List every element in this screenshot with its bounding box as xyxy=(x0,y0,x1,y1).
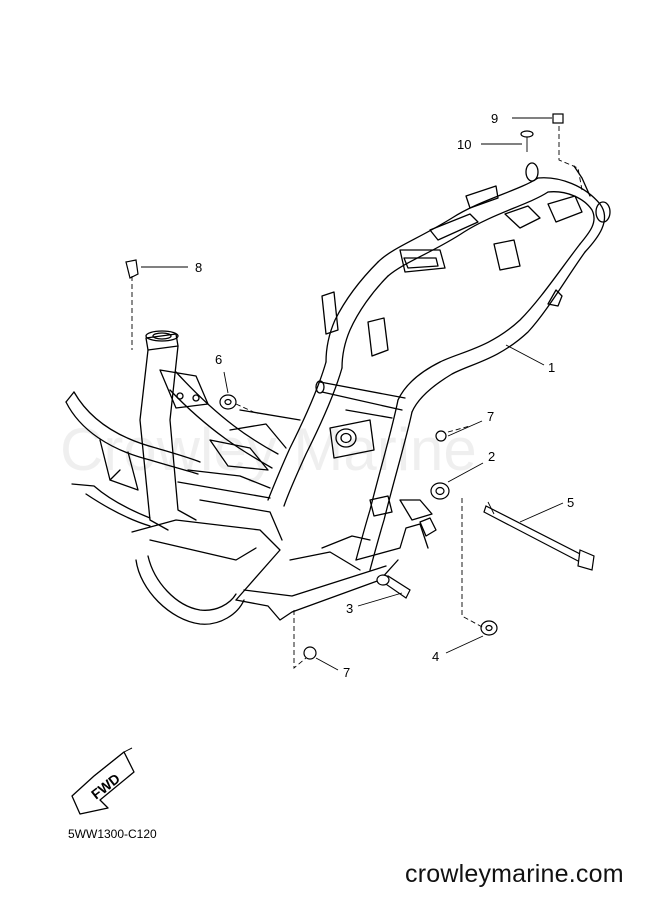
part-9-clip xyxy=(552,113,564,124)
alignment-lines xyxy=(131,126,583,669)
part-10-screw xyxy=(520,130,534,152)
callout-5: 5 xyxy=(567,495,574,510)
part-4-nut xyxy=(480,620,498,636)
callout-2: 2 xyxy=(488,449,495,464)
callout-4: 4 xyxy=(432,649,439,664)
callout-10: 10 xyxy=(457,137,471,152)
fwd-arrow: FWD xyxy=(71,747,135,815)
callout-9: 9 xyxy=(491,111,498,126)
part-2-bush xyxy=(430,482,450,500)
site-name: crowleymarine.com xyxy=(405,860,624,888)
callout-8: 8 xyxy=(195,260,202,275)
leader-lines xyxy=(141,117,564,671)
part-3-bolt xyxy=(376,574,411,599)
callout-1: 1 xyxy=(548,360,555,375)
callout-numbers: 9 10 8 1 6 7 2 5 3 4 7 xyxy=(195,111,574,680)
part-6-nut xyxy=(219,394,237,410)
part-7-nut-upper xyxy=(435,430,447,442)
callout-7-upper: 7 xyxy=(487,409,494,424)
part-8-clip xyxy=(125,259,139,279)
part-code: 5WW1300-C120 xyxy=(68,827,157,841)
scooter-frame-illustration xyxy=(65,162,611,625)
part-7-nut-lower xyxy=(303,646,317,660)
callout-6: 6 xyxy=(215,352,222,367)
callout-7-lower: 7 xyxy=(343,665,350,680)
part-5-bolt xyxy=(483,501,595,571)
callout-3: 3 xyxy=(346,601,353,616)
